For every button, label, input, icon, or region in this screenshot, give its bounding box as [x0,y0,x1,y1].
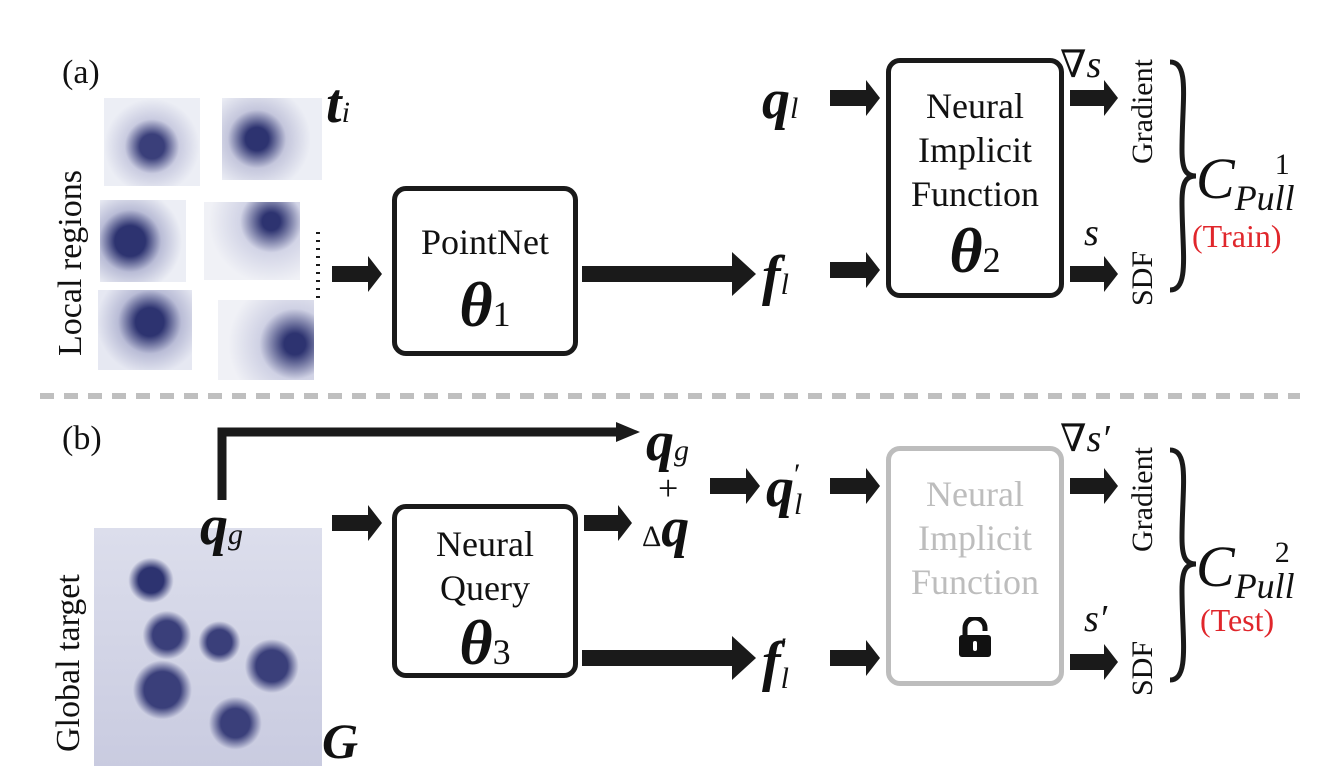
qg-variable: qg [200,495,243,557]
fl-prime-variable: f′l [762,631,789,695]
local-region-patch-3 [100,200,186,282]
arrow-pointnet-to-fl [582,252,756,296]
global-target-label: Global target [50,574,87,752]
line-qg-up-and-over [217,427,618,500]
arrow-qg-to-query [332,505,382,541]
local-region-patch-2 [222,98,322,180]
train-mode-label: (Train) [1192,218,1282,254]
grad-symbol-a: ∇s [1060,44,1102,86]
neural-query-theta: θ3 [459,606,511,678]
local-region-patch-1 [104,98,200,186]
nif-theta: θ2 [949,214,1001,286]
arrow-flprime-to-nif [830,640,880,676]
arrow-nif2-to-gradient [1070,468,1118,504]
arrow-regions-to-pointnet [332,256,382,292]
lock-icon [956,615,994,664]
pointnet-theta: θ1 [459,268,511,340]
panel-b-label: (b) [62,420,102,457]
pointnet-title: PointNet [420,222,549,262]
local-region-patch-4 [204,202,300,280]
nif-line3: Function [910,173,1039,214]
arrow-nif-to-gradient [1070,80,1118,116]
pointnet-box: PointNet θ1 [392,186,578,356]
arrow-fl-to-nif [830,252,880,288]
grad-symbol-b: ∇s′ [1060,418,1110,460]
patch-variable: ti [326,73,350,135]
nif-line1: Neural [926,86,1024,126]
neural-query-line1: Neural [436,524,534,564]
arrow-query-to-delta [584,505,632,541]
sdf-symbol-b: s′ [1084,598,1108,640]
global-target-variable: G [322,713,359,769]
gradient-label-a: Gradient [1126,59,1159,164]
gradient-label-b: Gradient [1126,447,1159,552]
arrow-qlprime-to-nif [830,468,880,504]
sdf-label-a: SDF [1126,250,1159,306]
nif-line2: Implicit [918,129,1032,170]
plus-sign: + [658,468,679,508]
arrow-query-to-flprime [582,636,756,680]
local-region-patch-5 [98,290,192,370]
fl-variable: fl [762,245,789,307]
local-regions-label: Local regions [52,170,89,356]
arrow-nif2-to-sdf [1070,644,1118,680]
brace-b [1169,447,1197,683]
local-region-patch-6 [218,300,314,380]
global-target-point-cloud [94,528,322,766]
sdf-label-b: SDF [1126,640,1159,696]
arrow-nif-to-sdf [1070,256,1118,292]
panel-a-label: (a) [62,54,100,91]
nif-test-line2: Implicit [918,517,1032,558]
nif-box-test-frozen: Neural Implicit Function [886,446,1064,686]
nif-test-line1: Neural [926,474,1024,514]
test-mode-label: (Test) [1200,602,1275,638]
qg-top-variable: qg [646,411,689,473]
arrowhead-qg-top [616,422,640,442]
brace-a [1169,59,1197,293]
neural-query-box: Neural Query θ3 [392,504,578,678]
neural-query-line2: Query [440,567,530,608]
ql-variable: ql [762,69,799,131]
nif-test-line3: Function [910,561,1039,602]
delta-q: Δq [642,497,690,559]
arrow-sum-to-qlprime [710,468,760,504]
sdf-symbol-a: s [1084,212,1099,254]
ql-prime-variable: q′l [766,457,803,521]
nif-box-train: Neural Implicit Function θ2 [886,58,1064,298]
arrow-ql-to-nif [830,80,880,116]
